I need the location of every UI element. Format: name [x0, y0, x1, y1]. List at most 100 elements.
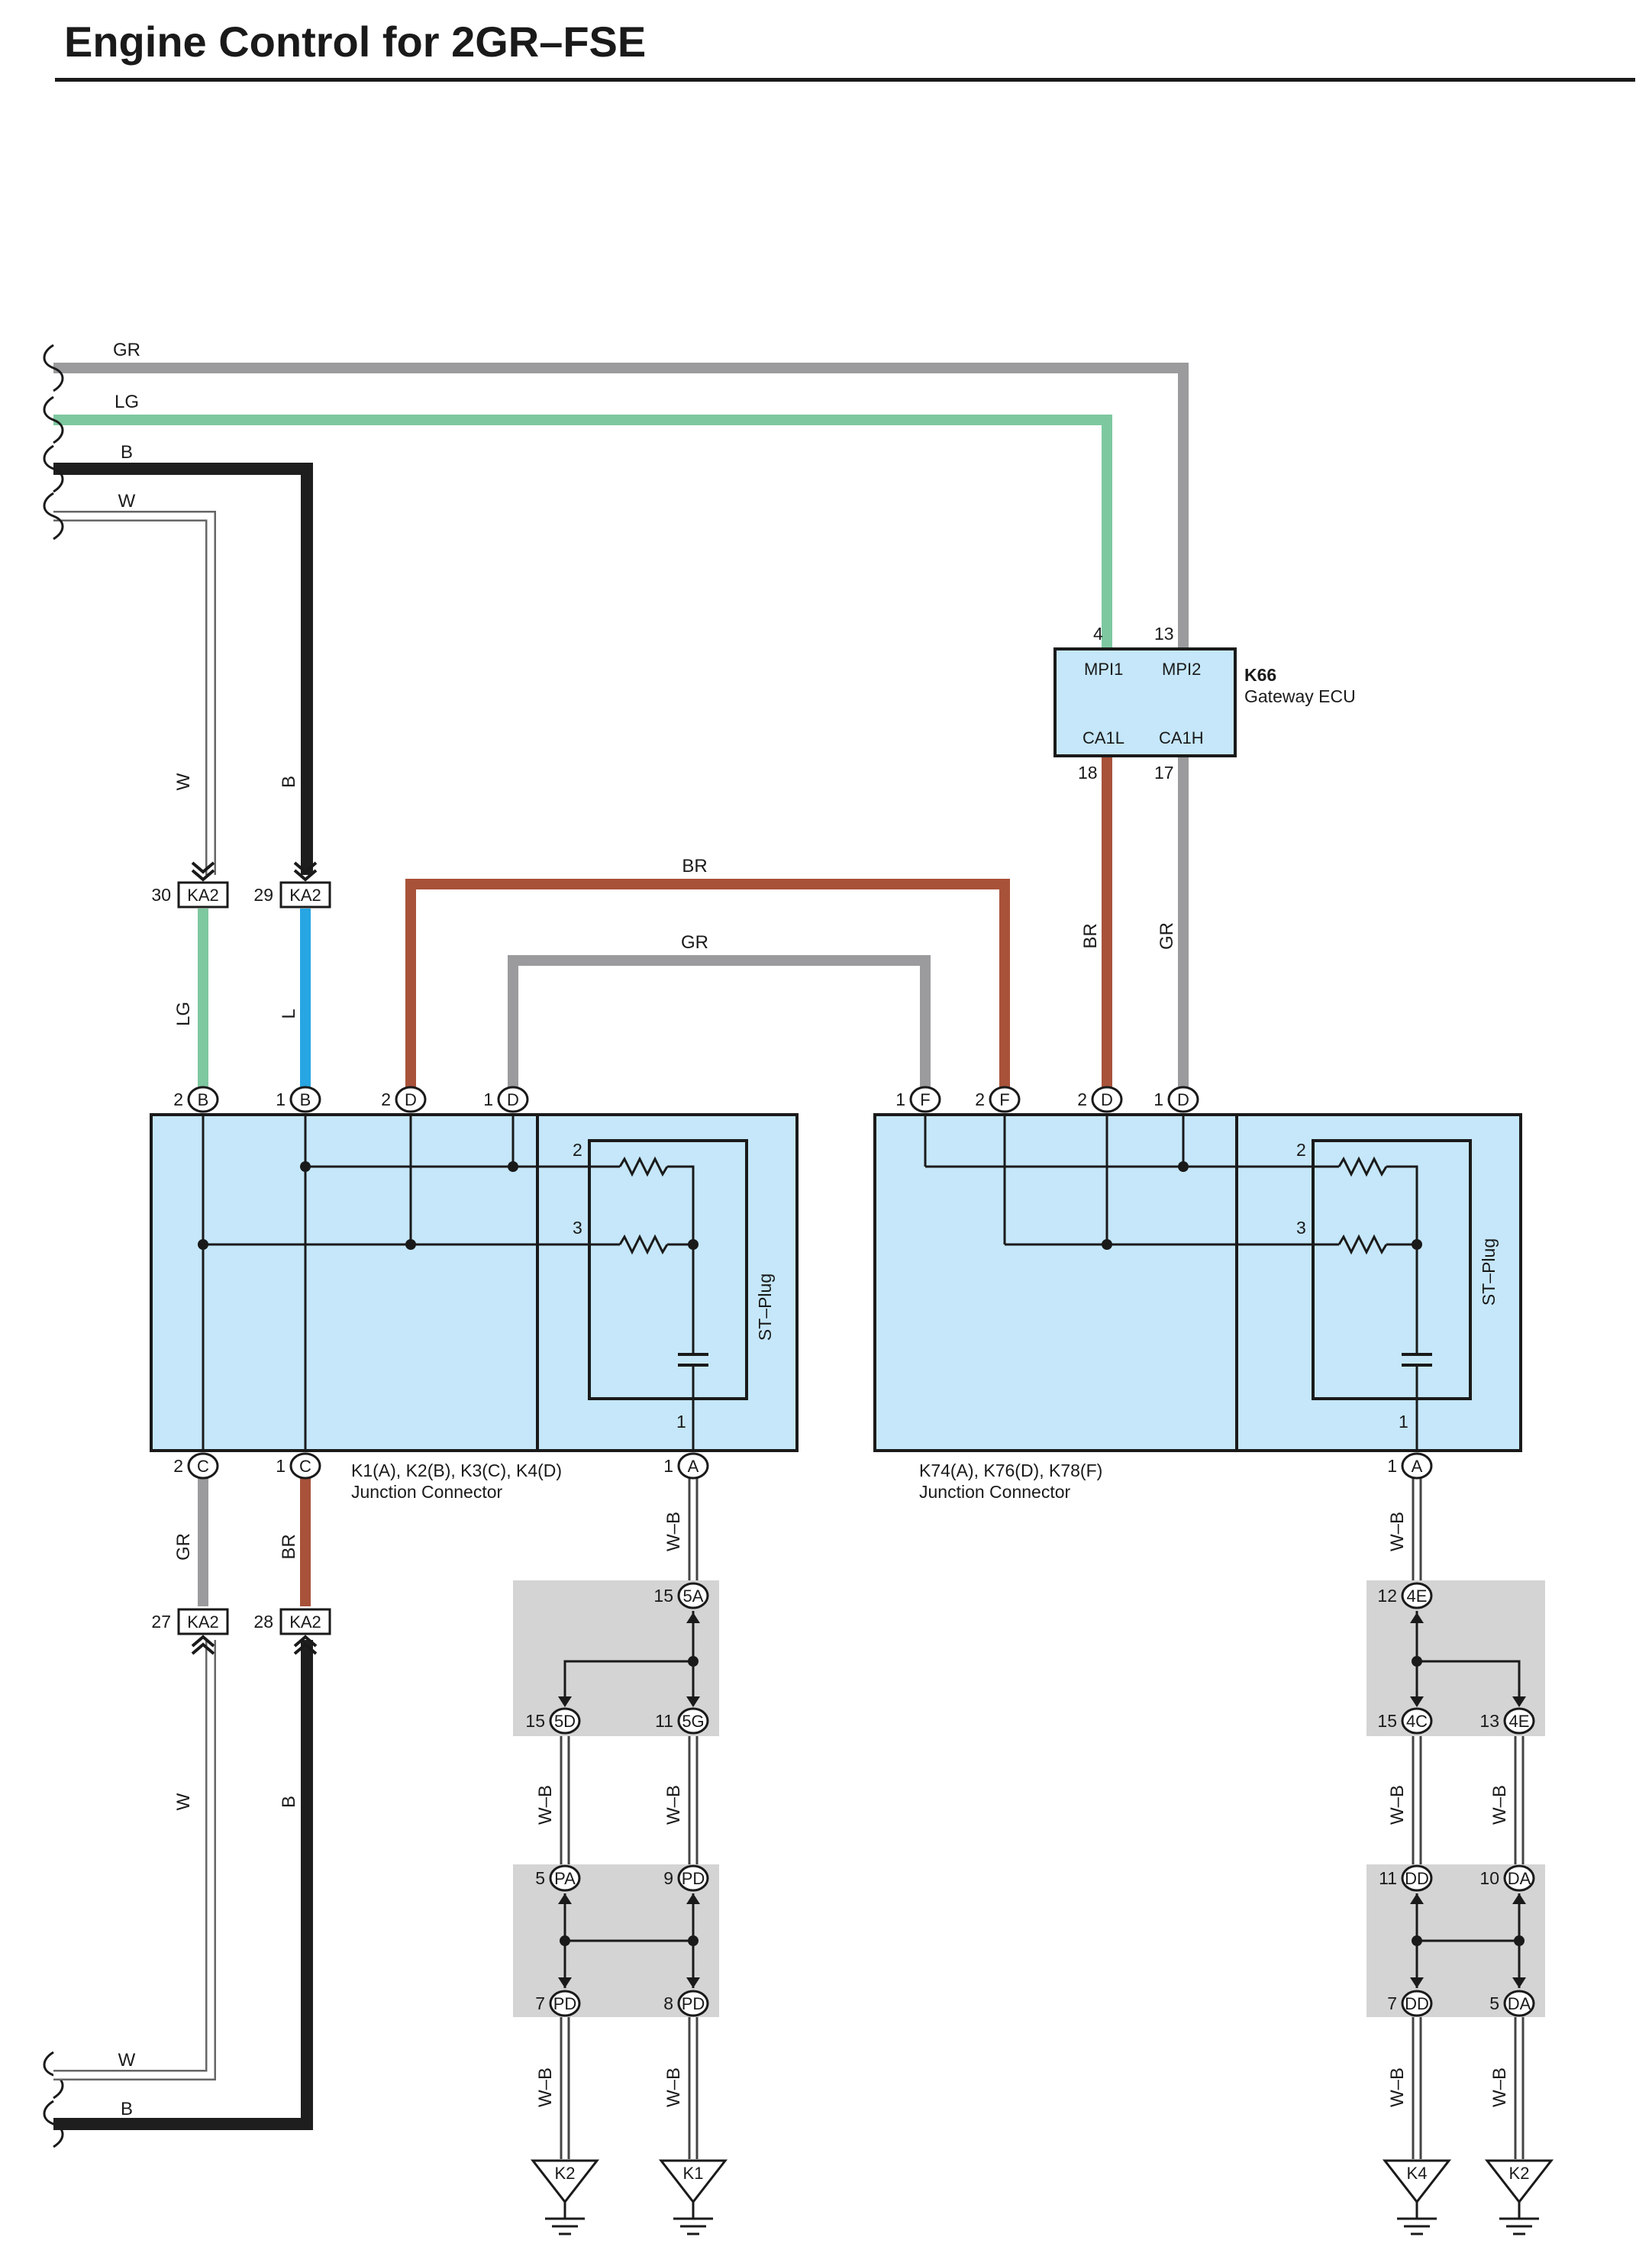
splice-pd-7: PD 7 [535, 1990, 581, 2017]
splice-5a: 5A 15 [653, 1582, 709, 1609]
jr-internal-3: 3 [1296, 1218, 1306, 1238]
splice-4e-13-num: 13 [1479, 1711, 1499, 1731]
splice-4e-13-code: 4E [1509, 1712, 1530, 1731]
splice-pd-8-code: PD [682, 1994, 705, 2013]
ground-label-1: K2 [555, 2164, 576, 2183]
connector-chevron-icon [191, 1642, 215, 1655]
ground-symbol-3: K4 [1382, 2159, 1452, 2235]
jl-top-pin-1b: B1 [276, 1086, 321, 1113]
jr-internal-2: 2 [1296, 1140, 1306, 1160]
splice-arrow-icon [1512, 1977, 1526, 1988]
jr-top-pin-2f: F2 [975, 1086, 1021, 1113]
jr-top-pin-2f-code: F [999, 1090, 1009, 1109]
splice-5g-num: 11 [655, 1711, 673, 1731]
jl-st-plug: ST–Plug [755, 1273, 775, 1341]
inline-ka2-30-num: 30 [151, 885, 171, 905]
splice-pd-7-code: PD [553, 1994, 577, 2013]
splice-4e-13: 4E 13 [1479, 1707, 1535, 1735]
label-wb-3: W–B [535, 2067, 556, 2107]
splice-pd-8: PD8 [663, 1990, 709, 2017]
wire-break-symbols [43, 344, 64, 2148]
splice-arrow-icon [558, 1893, 572, 1904]
wire-gr-loop [508, 955, 931, 1099]
jl-top-pin-1d: D1 [483, 1086, 529, 1113]
ecu-pin-ca1l: CA1L [1083, 728, 1124, 747]
ecu-pin-4: 4 [1093, 624, 1103, 644]
splice-dd-7: DD7 [1387, 1990, 1433, 2017]
connector-chevron-icon [293, 1635, 318, 1648]
connector-chevron-icon [293, 861, 318, 874]
inline-ka2-29-code: KA2 [289, 886, 321, 905]
splice-5d-code: 5D [554, 1712, 576, 1731]
connector-chevron-icon [191, 861, 215, 874]
ground-symbol-2: K1 [658, 2159, 728, 2235]
wire-wb-group [560, 1466, 1525, 2159]
jl-name: K1(A), K2(B), K3(C), K4(D) [351, 1461, 562, 1480]
jl-bot-pin-1c-code: C [299, 1457, 311, 1476]
inline-ka2-30-code: KA2 [187, 886, 219, 905]
splice-5a-num: 15 [653, 1586, 673, 1606]
ground-label-3: K4 [1407, 2164, 1428, 2183]
jr-st-plug: ST–Plug [1479, 1238, 1499, 1306]
splice-da-5-code: DA [1508, 1994, 1531, 2013]
splice-5d-num: 15 [525, 1711, 545, 1731]
jr-top-pin-2d-code: D [1101, 1090, 1113, 1109]
splice-arrow-icon [1410, 1612, 1424, 1623]
inline-ka2-27-code: KA2 [187, 1612, 219, 1632]
inline-ka2-27-num: 27 [151, 1612, 171, 1632]
label-top-b: B [121, 442, 133, 463]
inline-ka2-28-code: KA2 [289, 1612, 321, 1632]
inline-ka2-27: KA2 27 [151, 1608, 229, 1655]
splice-da-5: DA5 [1489, 1990, 1535, 2017]
splice-dd-7-code: DD [1405, 1994, 1429, 2013]
label-lg-vert: LG [173, 1002, 194, 1026]
jl-internal-2: 2 [573, 1140, 582, 1160]
splice-4e-12-code: 4E [1407, 1587, 1428, 1606]
splice-areas [513, 1580, 1545, 2017]
jl-top-pin-2b-num: 2 [173, 1089, 183, 1109]
jl-top-pin-1d-num: 1 [483, 1089, 493, 1109]
jr-top-pin-2f-num: 2 [975, 1089, 985, 1109]
ecu-pin-ca1h: CA1H [1159, 728, 1204, 747]
label-gr-ecu: GR [1157, 922, 1177, 950]
splice-arrow-icon [686, 1977, 700, 1988]
ecu-pin-17: 17 [1154, 763, 1174, 783]
ground-symbol-1: K2 [530, 2159, 600, 2235]
splice-pa-code: PA [554, 1869, 576, 1888]
jr-bot-pin-1a-num: 1 [1387, 1456, 1397, 1476]
splice-arrow-icon [1410, 1977, 1424, 1988]
splice-pa-num: 5 [535, 1868, 545, 1888]
splice-pd-7-num: 7 [535, 1993, 545, 2013]
connector-chevron-icon [191, 1635, 215, 1648]
wire-br-loop [405, 879, 1010, 1099]
splice-pa: PA 5 [535, 1864, 581, 1892]
wire-b-top [53, 463, 313, 875]
jl-top-pin-1b-code: B [300, 1090, 311, 1109]
label-wb-4: W–B [663, 2067, 684, 2107]
jl-internal-1: 1 [676, 1412, 686, 1432]
jr-top-pin-1d-num: 1 [1153, 1089, 1163, 1109]
splice-dd-11-num: 11 [1379, 1868, 1397, 1888]
splice-5a-code: 5A [683, 1587, 704, 1606]
splice-4e-12-num: 12 [1377, 1586, 1397, 1606]
splice-arrow-icon [1410, 1893, 1424, 1904]
ground-symbol-4: K2 [1484, 2159, 1554, 2235]
label-br-ecu: BR [1080, 923, 1101, 948]
jr-top-pin-1f-num: 1 [895, 1089, 905, 1109]
splice-pd-9: PD9 [663, 1864, 709, 1892]
wire-w-bottom [53, 1640, 216, 2080]
label-wb-2: W–B [663, 1785, 684, 1825]
wire-w-top [53, 511, 216, 875]
page-title: Engine Control for 2GR–FSE [64, 18, 647, 66]
jr-top-pin-1f: F1 [895, 1086, 941, 1113]
ecu-name: Gateway ECU [1244, 686, 1356, 706]
jl-bot-pin-1a-num: 1 [663, 1456, 673, 1476]
jr-top-pin-1f-code: F [920, 1090, 930, 1109]
ecu-id: K66 [1244, 665, 1276, 685]
